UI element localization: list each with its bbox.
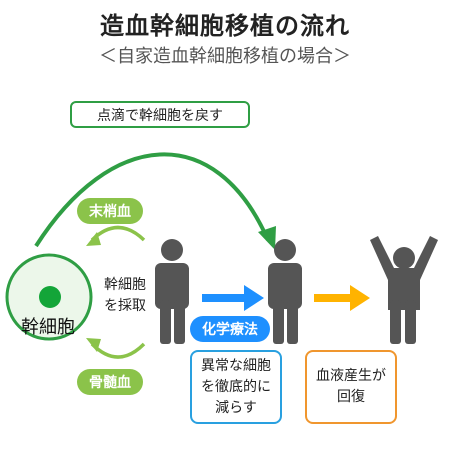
bone-marrow-pill: 骨髄血 [77,369,143,395]
peripheral-blood-pill: 末梢血 [77,198,143,224]
return-arc [34,152,270,248]
person-figure-1 [155,239,189,344]
collect-line-2: を採取 [104,298,146,314]
chemo-arrow-head [244,285,264,311]
stem-cell-label: 幹細胞 [21,317,75,338]
bone-marrow-label: 骨髄血 [89,375,131,391]
chemo-arrow-shaft [202,294,250,302]
collect-stem-cells-text: 幹細胞 を採取 [98,275,152,317]
page-subtitle: ＜自家造血幹細胞移植の場合＞ [99,46,351,67]
note-left-line-3: 減らす [215,399,257,416]
recovery-arrow-shaft [314,294,354,302]
person-figure-2 [268,239,302,344]
peripheral-blood-label: 末梢血 [89,204,131,220]
note-left-line-2: を徹底的に [201,378,271,395]
note-right-line-1: 血液産生が [316,368,386,384]
note-right-line-2: 回復 [337,389,365,405]
recovery-arrow-head [350,285,370,311]
peripheral-arc [90,225,146,242]
return-stem-cells-text: 点滴で幹細胞を戻す [97,107,223,124]
reduce-abnormal-cells-note: 異常な細胞 を徹底的に 減らす [190,350,282,424]
return-stem-cells-box: 点滴で幹細胞を戻す [70,101,250,128]
blood-production-recovery-note: 血液産生が 回復 [305,350,397,424]
person-figure-3-celebrating [370,236,438,344]
peripheral-arc-arrowhead [86,232,101,246]
stem-cell-nucleus [39,286,61,308]
chemotherapy-label: 化学療法 [202,322,258,338]
collect-line-1: 幹細胞 [104,277,146,293]
marrow-arc-arrowhead [86,338,101,352]
page-title: 造血幹細胞移植の流れ [100,12,350,40]
marrow-arc [90,342,146,359]
note-left-line-1: 異常な細胞 [201,357,271,374]
chemotherapy-pill: 化学療法 [190,316,270,342]
return-arc-arrowhead [258,226,276,250]
